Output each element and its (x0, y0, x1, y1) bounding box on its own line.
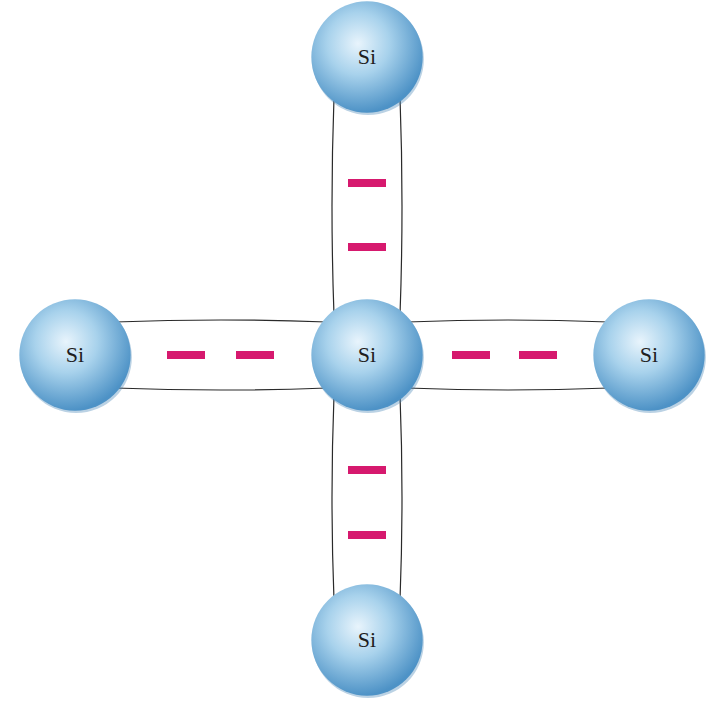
atom-label: Si (309, 297, 425, 413)
electron-dash (348, 531, 386, 539)
electron-dash (452, 351, 490, 359)
atom-label: Si (309, 0, 425, 115)
silicon-atom: Si (17, 297, 133, 413)
electron-dash (236, 351, 274, 359)
electron-dash (167, 351, 205, 359)
covalent-bond (407, 320, 609, 390)
atom-label: Si (591, 297, 707, 413)
silicon-atom: Si (309, 582, 425, 698)
electron-dash (519, 351, 557, 359)
silicon-atom: Si (309, 297, 425, 413)
electron-dash (348, 243, 386, 251)
electron-dash (348, 179, 386, 187)
covalent-bond (115, 320, 327, 390)
covalent-bond (332, 395, 402, 600)
silicon-atom: Si (309, 0, 425, 115)
atom-label: Si (17, 297, 133, 413)
silicon-atom: Si (591, 297, 707, 413)
covalent-bond (332, 97, 402, 315)
atom-label: Si (309, 582, 425, 698)
electron-dash (348, 466, 386, 474)
